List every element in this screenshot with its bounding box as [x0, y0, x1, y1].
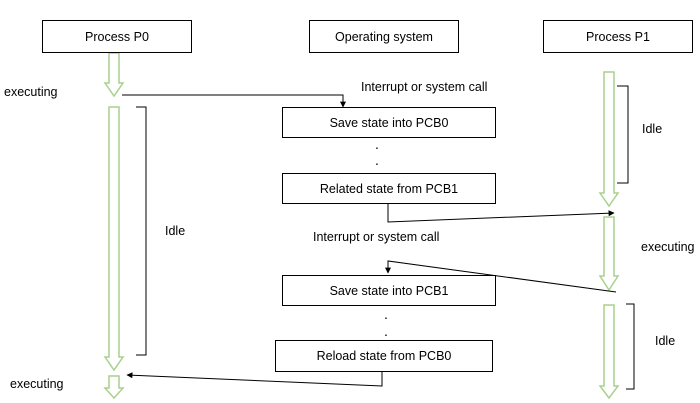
p1-idle-2-flow-arrow	[598, 304, 620, 400]
os-step-save-pcb0: Save state into PCB0	[282, 107, 496, 138]
process-p1-header: Process P1	[543, 20, 693, 53]
p0-resume-flow-arrow	[103, 375, 125, 400]
os-to-p0-dispatch-arrow	[126, 371, 383, 387]
p0-to-os-interrupt-arrow	[122, 94, 346, 108]
p1-idle-label: Idle	[642, 122, 663, 136]
p1-executing-label: executing	[641, 240, 695, 254]
p1-idle-label: Idle	[655, 334, 676, 348]
p0-idle-bracket	[136, 106, 147, 356]
os-step-related-pcb1: Related state from PCB1	[282, 173, 496, 204]
interrupt-label: Interrupt or system call	[361, 80, 488, 94]
os-step-save-pcb1: Save state into PCB1	[282, 275, 496, 306]
interrupt-label: Interrupt or system call	[313, 230, 440, 244]
ellipsis-dot: .	[375, 152, 379, 168]
p1-idle-bracket	[617, 85, 629, 184]
p1-executing-flow-arrow	[598, 216, 620, 292]
ellipsis-dot: .	[384, 306, 388, 322]
p0-idle-label: Idle	[165, 224, 186, 238]
os-step-reload-pcb0: Reload state from PCB0	[275, 340, 493, 372]
p0-executing-label: executing	[4, 85, 58, 99]
os-to-p1-dispatch-arrow	[387, 203, 615, 223]
p0-executing-label: executing	[10, 377, 64, 391]
p1-idle-flow-arrow	[598, 71, 620, 208]
ellipsis-dot: .	[384, 323, 388, 339]
ellipsis-dot: .	[375, 136, 379, 152]
p0-executing-flow-arrow	[103, 52, 125, 98]
p1-to-os-interrupt-arrow	[385, 260, 617, 293]
operating-system-header: Operating system	[309, 20, 459, 53]
p0-idle-flow-arrow	[103, 106, 125, 372]
process-p0-header: Process P0	[42, 20, 192, 53]
p1-idle-2-bracket	[626, 303, 635, 390]
